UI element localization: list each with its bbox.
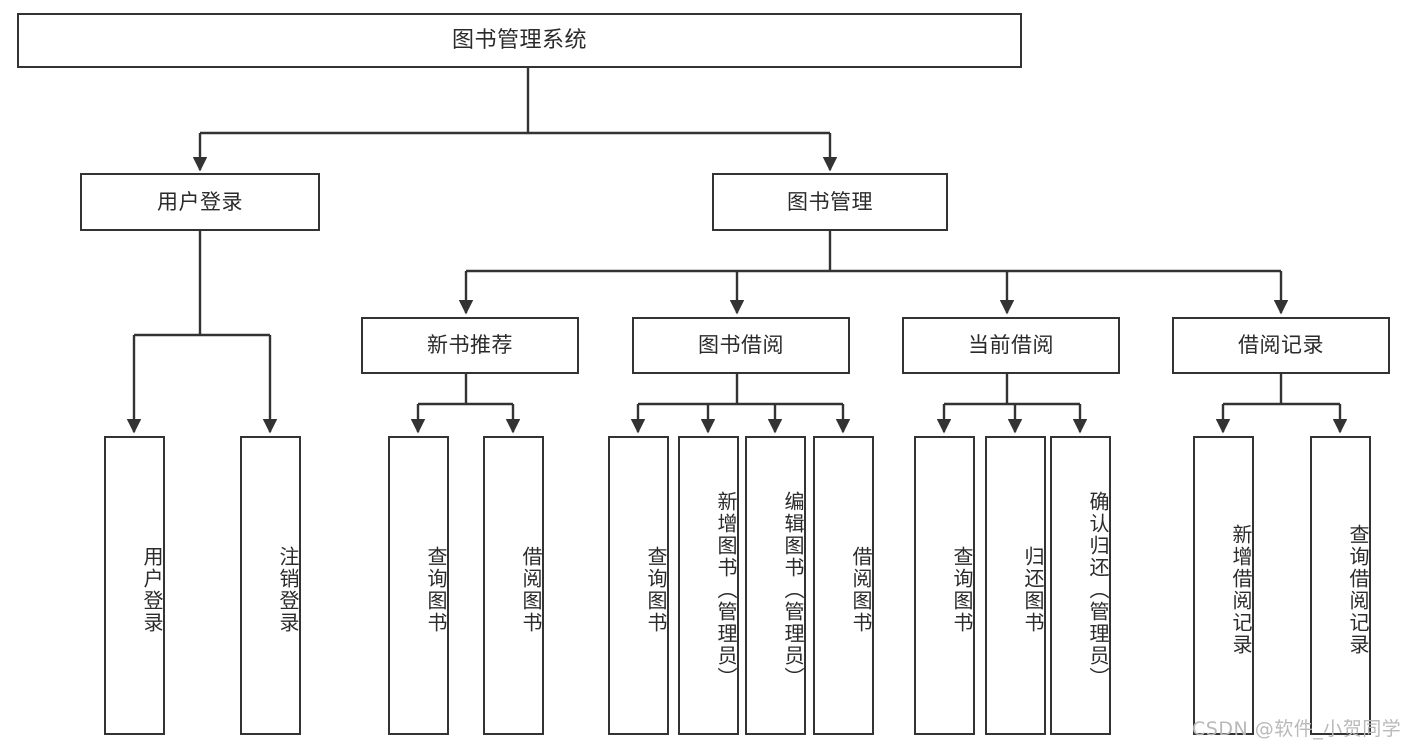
node-label: 查询借阅记录 (1346, 523, 1370, 656)
node-label: 注销登录 (276, 545, 300, 634)
leaf-add-borrow-record[interactable]: 新增借阅记录 (1193, 436, 1254, 735)
edge-user-login-to-leaves (126, 231, 278, 434)
leaf-query-borrow-record[interactable]: 查询借阅记录 (1310, 436, 1371, 735)
node-label: 图书借阅 (698, 333, 784, 358)
node-label: 新增图书（管理员） (714, 490, 738, 689)
node-label: 新增借阅记录 (1229, 523, 1253, 656)
leaf-user-login[interactable]: 用户登录 (104, 436, 165, 735)
node-book-borrow[interactable]: 图书借阅 (632, 317, 850, 374)
node-label: 编辑图书（管理员） (781, 490, 805, 689)
node-label: 查询图书 (424, 545, 448, 634)
leaf-borrow-book-recommend[interactable]: 借阅图书 (483, 436, 544, 735)
edge-current-borrow-to-leaves (936, 374, 1088, 434)
csdn-watermark: CSDN @软件_小贺同学 (1192, 718, 1402, 740)
node-label: 用户登录 (157, 189, 243, 214)
edge-borrow-record-to-leaves (1215, 374, 1348, 434)
node-label: 借阅图书 (849, 545, 873, 634)
edge-book-mgmt-to-level3 (458, 231, 1289, 315)
node-label: 归还图书 (1021, 545, 1045, 634)
leaf-query-book-current[interactable]: 查询图书 (914, 436, 975, 735)
edge-root-to-level2 (192, 68, 838, 172)
node-book-management[interactable]: 图书管理 (712, 173, 948, 231)
leaf-query-book-recommend[interactable]: 查询图书 (388, 436, 449, 735)
node-label: 当前借阅 (968, 333, 1054, 358)
node-label: 查询图书 (644, 545, 668, 634)
leaf-return-book[interactable]: 归还图书 (985, 436, 1046, 735)
edge-book-borrow-to-leaves (630, 374, 851, 434)
edge-new-book-recommend-to-leaves (410, 374, 521, 434)
node-label: 借阅记录 (1238, 333, 1324, 358)
node-root-system[interactable]: 图书管理系统 (17, 13, 1022, 68)
leaf-borrow-book[interactable]: 借阅图书 (813, 436, 874, 735)
node-label: 查询图书 (950, 545, 974, 634)
node-borrow-record[interactable]: 借阅记录 (1172, 317, 1390, 374)
leaf-add-book-admin[interactable]: 新增图书（管理员） (678, 436, 739, 735)
leaf-logout-login[interactable]: 注销登录 (240, 436, 301, 735)
node-current-borrow[interactable]: 当前借阅 (902, 317, 1120, 374)
node-new-book-recommend[interactable]: 新书推荐 (361, 317, 579, 374)
node-label: 用户登录 (140, 545, 164, 634)
node-label: 新书推荐 (427, 333, 513, 358)
leaf-edit-book-admin[interactable]: 编辑图书（管理员） (745, 436, 806, 735)
node-label: 图书管理系统 (451, 27, 587, 53)
node-label: 图书管理 (787, 189, 873, 214)
node-label: 确认归还（管理员） (1086, 490, 1110, 689)
leaf-confirm-return-admin[interactable]: 确认归还（管理员） (1050, 436, 1111, 735)
node-user-login[interactable]: 用户登录 (80, 173, 320, 231)
node-label: 借阅图书 (519, 545, 543, 634)
leaf-query-book-borrow[interactable]: 查询图书 (608, 436, 669, 735)
